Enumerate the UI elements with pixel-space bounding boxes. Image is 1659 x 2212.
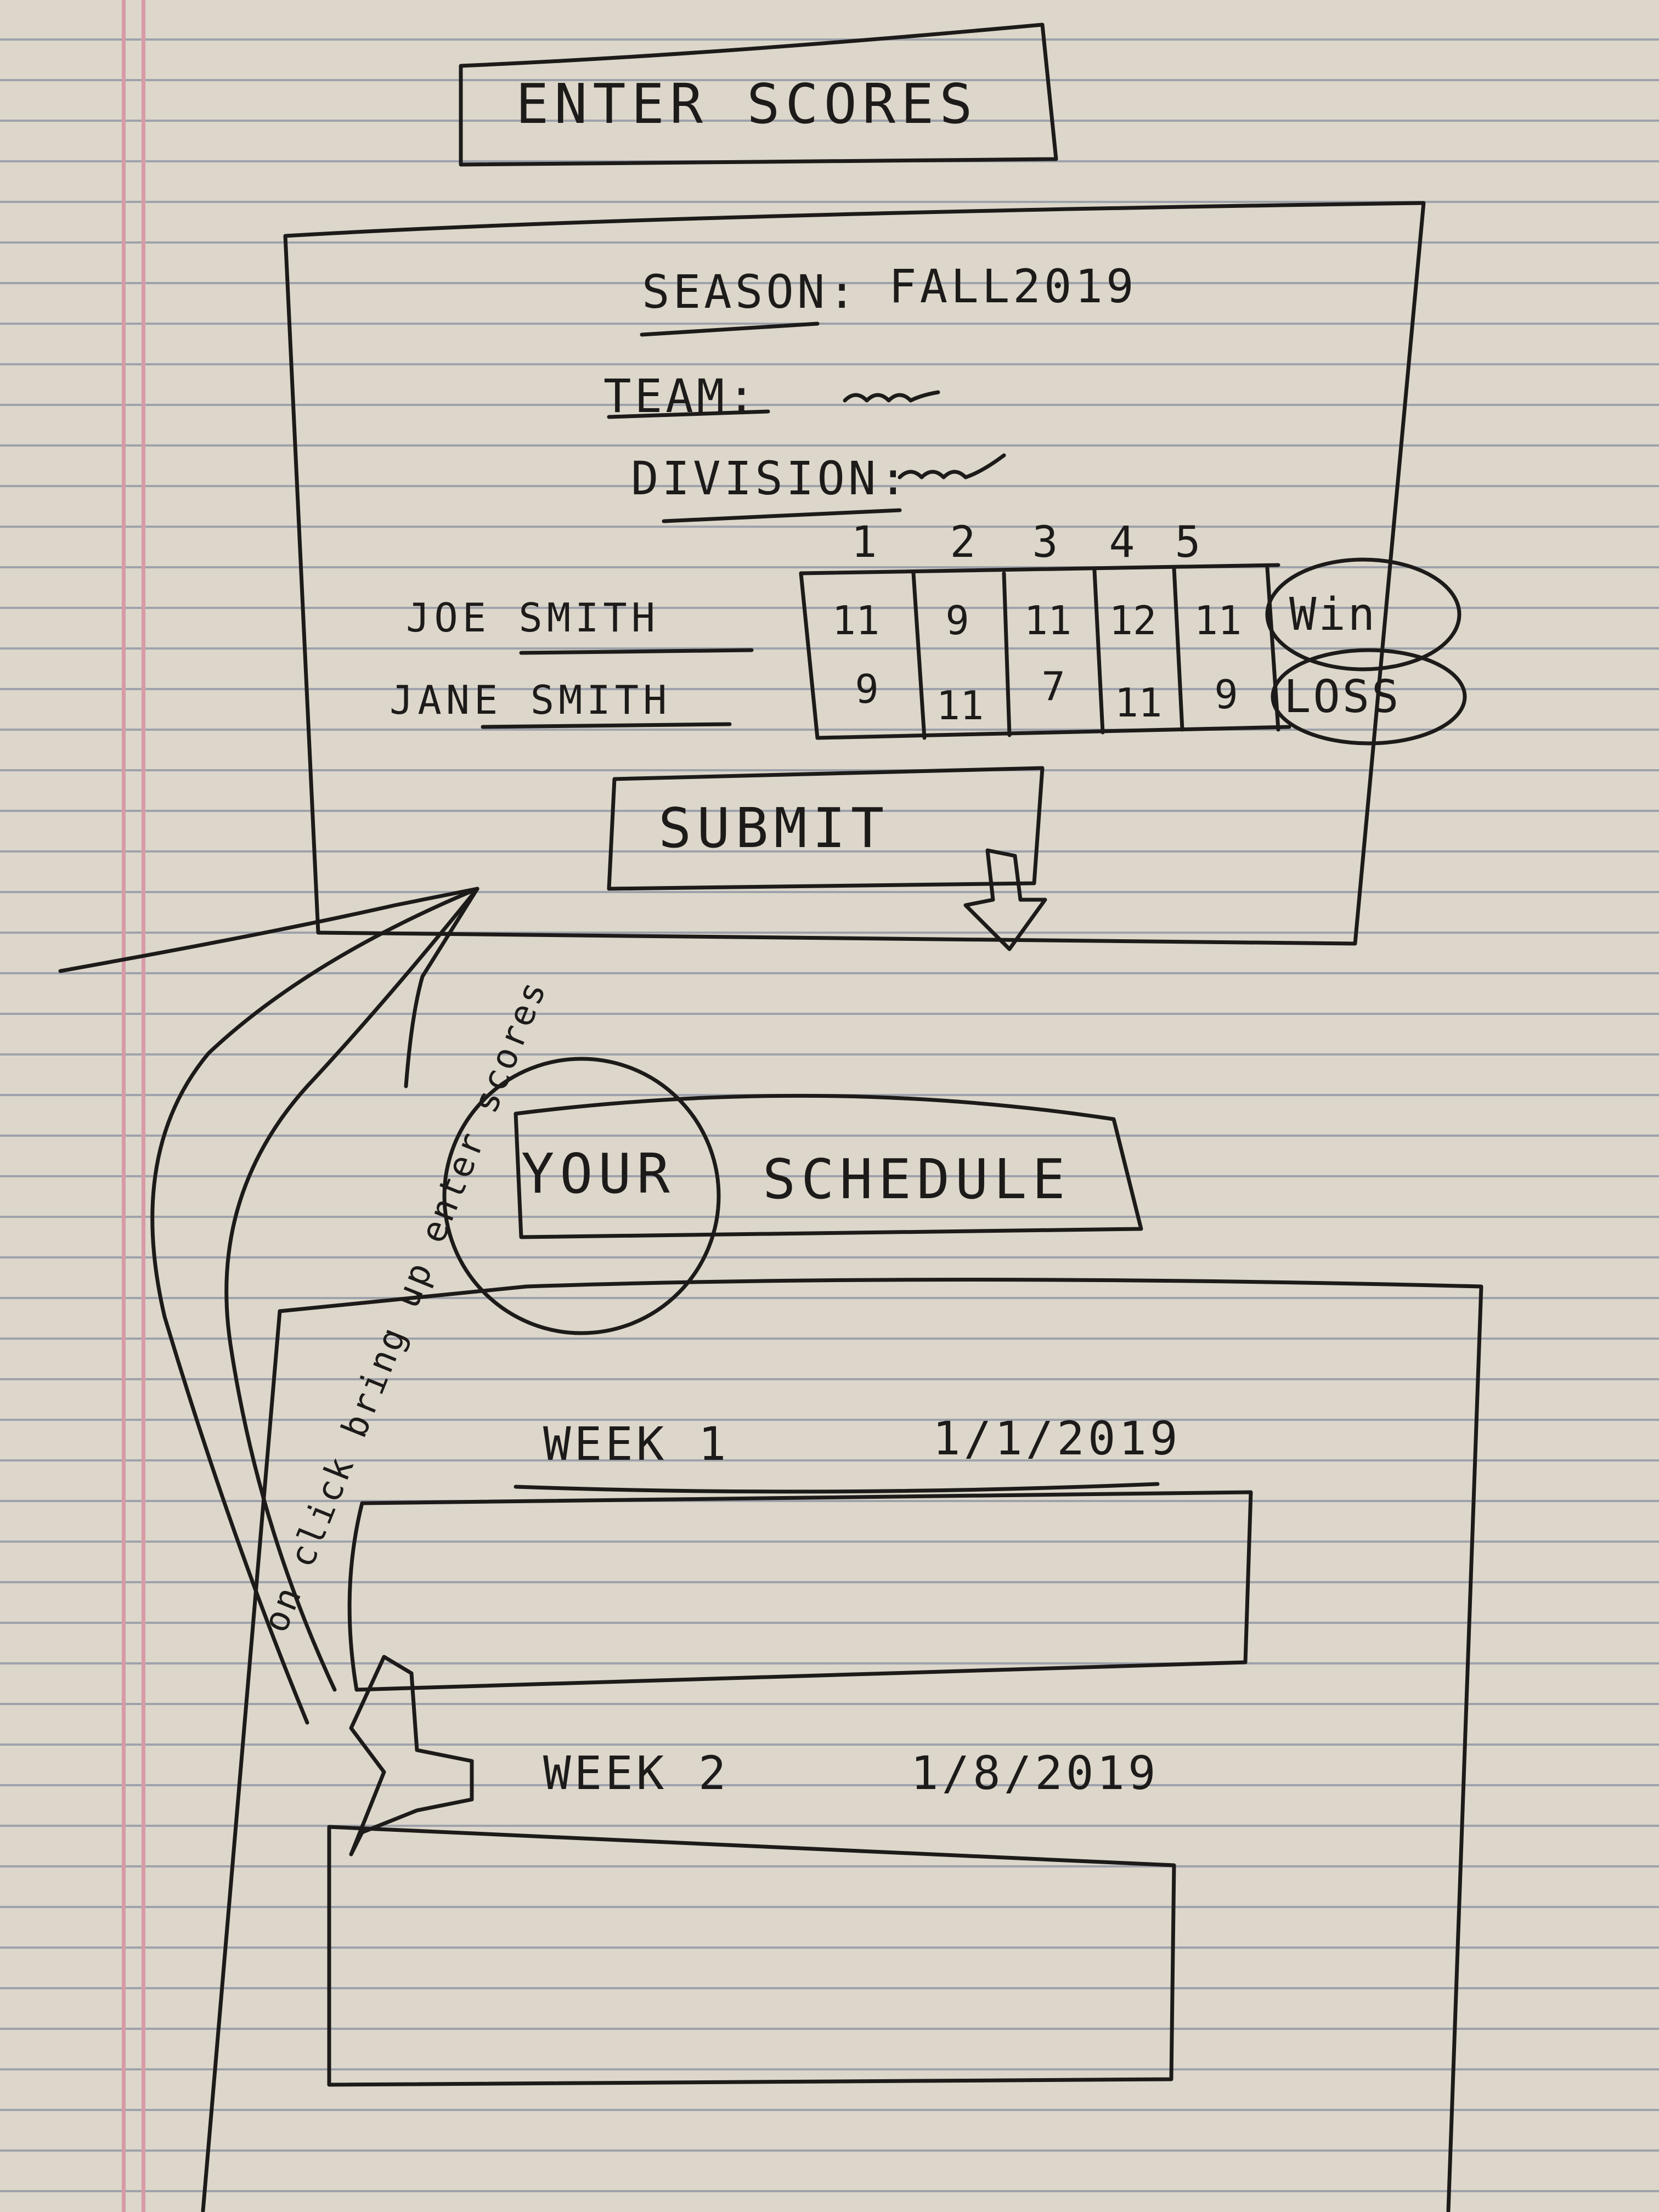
week-card[interactable] <box>373 1514 1234 1668</box>
week-date: 1/1/2019 <box>933 1412 1181 1465</box>
game-number: 1 <box>851 518 877 567</box>
score-input[interactable]: 12 <box>1109 597 1157 644</box>
tab-schedule[interactable]: SCHEDULE <box>763 1147 1071 1211</box>
score-input[interactable]: 11 <box>1024 597 1072 644</box>
player-name: JOE SMITH <box>406 595 660 641</box>
score-input[interactable]: 11 <box>936 682 984 729</box>
score-input[interactable]: 7 <box>1041 663 1065 709</box>
game-number: 3 <box>1032 518 1058 567</box>
week-date: 1/8/2019 <box>911 1746 1159 1800</box>
enter-scores-title: ENTER SCORES <box>516 72 978 136</box>
game-number: 5 <box>1175 518 1201 567</box>
season-value: FALL2019 <box>889 259 1137 313</box>
game-number: 2 <box>950 518 976 567</box>
score-input[interactable]: 11 <box>1194 597 1242 644</box>
result-loss: LOSS <box>1284 671 1401 723</box>
week-card[interactable] <box>340 1843 1163 2074</box>
result-win: Win <box>1289 589 1378 641</box>
score-input[interactable]: 11 <box>832 597 880 644</box>
margin-line <box>142 0 145 2212</box>
team-label: TEAM: <box>603 369 759 423</box>
week-label: WEEK 2 <box>543 1746 730 1800</box>
score-input[interactable]: 9 <box>1214 672 1238 718</box>
player-name: JANE SMITH <box>390 677 672 723</box>
division-label: DIVISION: <box>631 452 911 505</box>
season-label: SEASON: <box>642 265 860 319</box>
game-number: 4 <box>1109 518 1135 567</box>
score-input[interactable]: 11 <box>1114 680 1163 726</box>
week-label: WEEK 1 <box>543 1417 730 1471</box>
margin-line <box>122 0 126 2212</box>
tab-your[interactable]: YOUR <box>521 1142 675 1206</box>
score-input[interactable]: 9 <box>855 666 879 712</box>
submit-button[interactable]: SUBMIT <box>658 796 890 860</box>
score-input[interactable]: 9 <box>945 597 969 644</box>
